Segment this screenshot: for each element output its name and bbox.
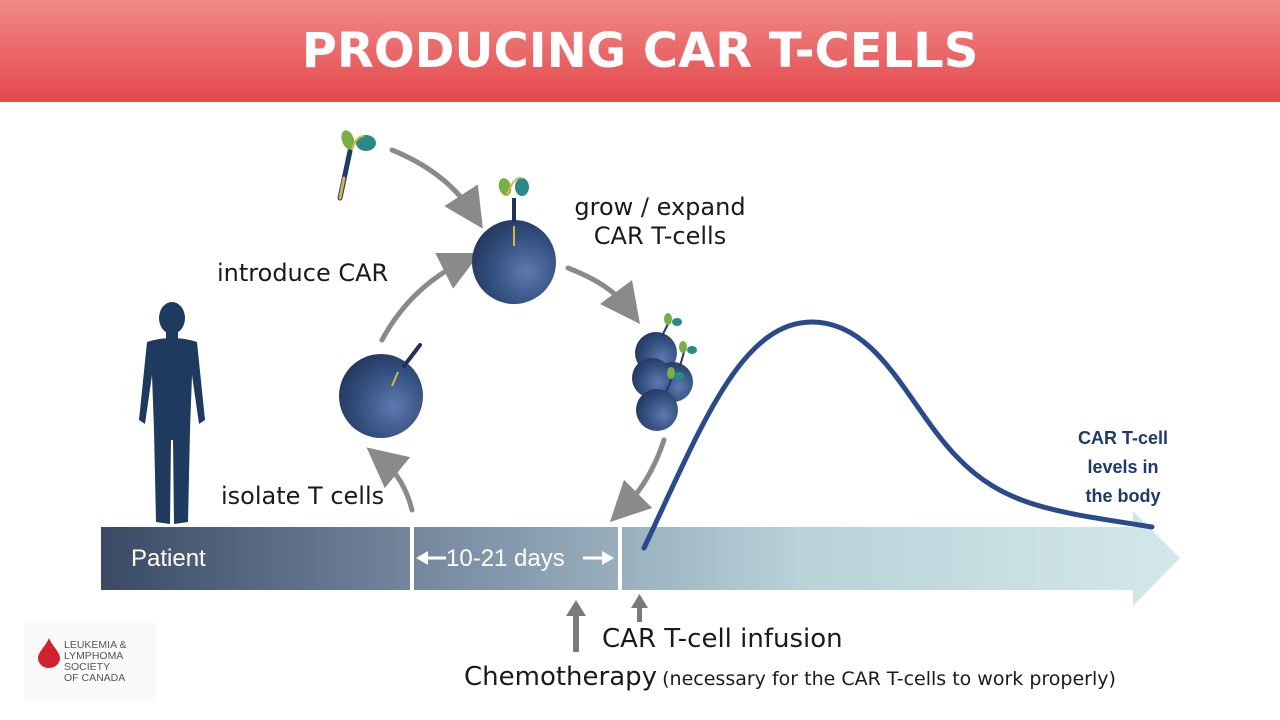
logo-line4: OF CANADA: [64, 672, 126, 684]
label-isolate: isolate T cells: [221, 482, 385, 510]
curve-label-line2: levels in: [1087, 457, 1159, 477]
arrow-expand: [565, 265, 641, 324]
chemo-arrow: [566, 600, 586, 652]
label-introduce: introduce CAR: [217, 259, 389, 287]
lls-canada-logo: LEUKEMIA & LYMPHOMA SOCIETY OF CANADA: [24, 622, 156, 702]
logo-line1: LEUKEMIA &: [64, 639, 127, 651]
title-banner: PRODUCING CAR T-CELLS: [0, 0, 1280, 102]
label-grow-expand: grow / expand CAR T-cells: [560, 193, 760, 251]
arrow-introduce: [379, 253, 480, 343]
infusion-arrow: [631, 594, 648, 622]
duration-arrow: [416, 551, 614, 565]
page-title: PRODUCING CAR T-CELLS: [301, 23, 979, 79]
timeline-arrow: [101, 511, 1180, 606]
t-cell-icon: [339, 343, 423, 438]
expanded-cells-cluster-icon: [632, 313, 697, 431]
logo-line3: SOCIETY: [64, 661, 111, 673]
curve-label-line1: CAR T-cell: [1077, 428, 1169, 448]
chemotherapy-note: (necessary for the CAR T-cells to work p…: [662, 668, 1116, 690]
label-infusion: CAR T-cell infusion: [602, 624, 843, 654]
chemotherapy-main: Chemotherapy: [464, 662, 658, 692]
car-receptor-icon: [337, 130, 376, 201]
car-t-cell-icon: [472, 176, 556, 304]
logo-line2: LYMPHOMA: [64, 650, 124, 662]
label-chemotherapy: Chemotherapy (necessary for the CAR T-ce…: [464, 662, 1116, 692]
logo-text: LEUKEMIA & LYMPHOMA SOCIETY OF CANADA: [64, 640, 126, 684]
patient-silhouette-icon: [139, 302, 205, 524]
arrow-isolate: [366, 447, 415, 513]
car-t-level-curve: [641, 319, 1155, 551]
curve-label-line3: the body: [1085, 486, 1161, 506]
label-grow-line2: CAR T-cells: [593, 221, 727, 250]
timeline-duration-label: 10-21 days: [446, 545, 565, 572]
arrow-return: [609, 437, 667, 523]
timeline-patient-label: Patient: [131, 545, 206, 572]
cycle-arrows: [366, 147, 667, 523]
arrow-car-to-cell: [389, 147, 483, 229]
curve-label: CAR T-cell levels in the body: [1058, 424, 1188, 511]
blood-drop-icon: [38, 638, 60, 668]
label-grow-line1: grow / expand: [574, 193, 746, 221]
